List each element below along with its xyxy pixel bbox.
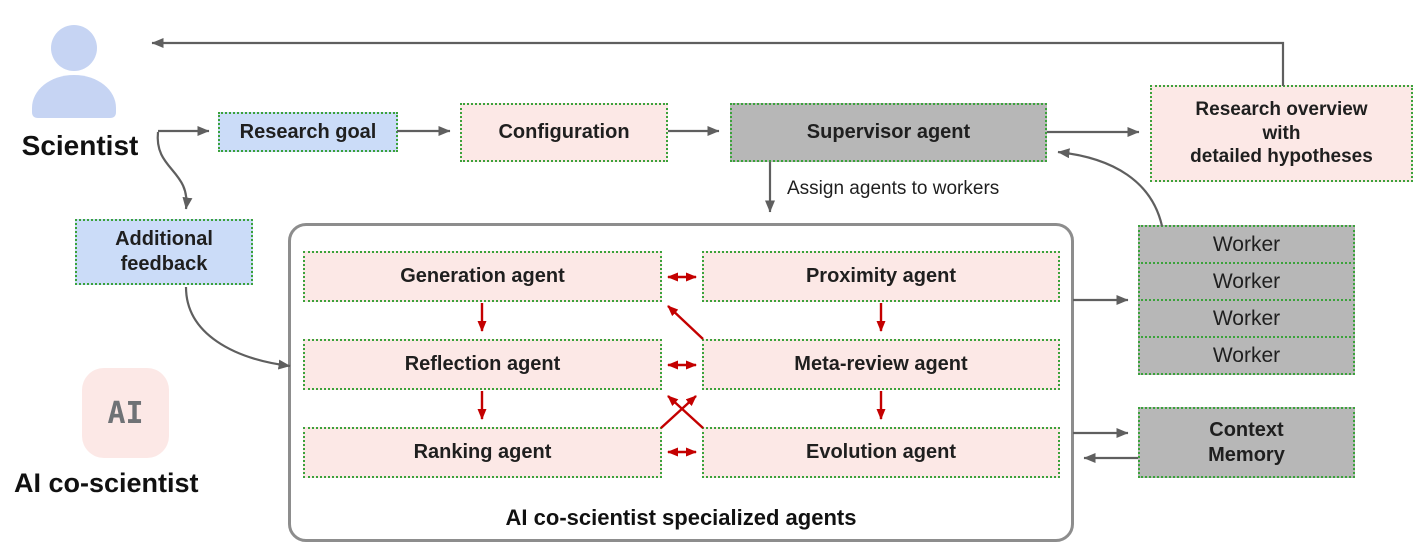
ranking-agent-box: Ranking agent bbox=[303, 427, 662, 478]
arrow-feedback-to-reflection bbox=[184, 286, 291, 370]
scientist-label: Scientist bbox=[21, 130, 139, 161]
research-overview-box: Research overview with detailed hypothes… bbox=[1150, 85, 1413, 182]
reflection-agent-box: Reflection agent bbox=[303, 339, 662, 390]
arrow-scientist-to-additional-feedback bbox=[156, 131, 193, 210]
assign-agents-annotation: Assign agents to workers bbox=[787, 178, 1000, 199]
ai-co-scientist-label: AI co-scientist bbox=[14, 468, 199, 498]
arrow-overview-to-scientist bbox=[151, 38, 1285, 86]
agents-panel-caption: AI co-scientist specialized agents bbox=[505, 505, 857, 530]
research-goal-box: Research goal bbox=[218, 112, 398, 152]
additional-feedback-box: Additional feedback bbox=[75, 219, 253, 285]
ai-badge-text: AI bbox=[107, 395, 144, 431]
evolution-agent-box: Evolution agent bbox=[702, 427, 1060, 478]
configuration-box: Configuration bbox=[460, 103, 668, 162]
arrow-workers-to-supervisor bbox=[1057, 148, 1164, 227]
generation-agent-box: Generation agent bbox=[303, 251, 662, 302]
worker-row: Worker bbox=[1138, 225, 1355, 264]
proximity-agent-box: Proximity agent bbox=[702, 251, 1060, 302]
meta-review-agent-box: Meta-review agent bbox=[702, 339, 1060, 390]
worker-row: Worker bbox=[1138, 299, 1355, 338]
person-icon bbox=[28, 22, 120, 118]
context-memory-box: Context Memory bbox=[1138, 407, 1355, 478]
supervisor-agent-box: Supervisor agent bbox=[730, 103, 1047, 162]
worker-stack: Worker Worker Worker Worker bbox=[1138, 225, 1355, 375]
ai-badge-icon: AI bbox=[82, 368, 169, 458]
worker-row: Worker bbox=[1138, 262, 1355, 301]
worker-row: Worker bbox=[1138, 336, 1355, 375]
